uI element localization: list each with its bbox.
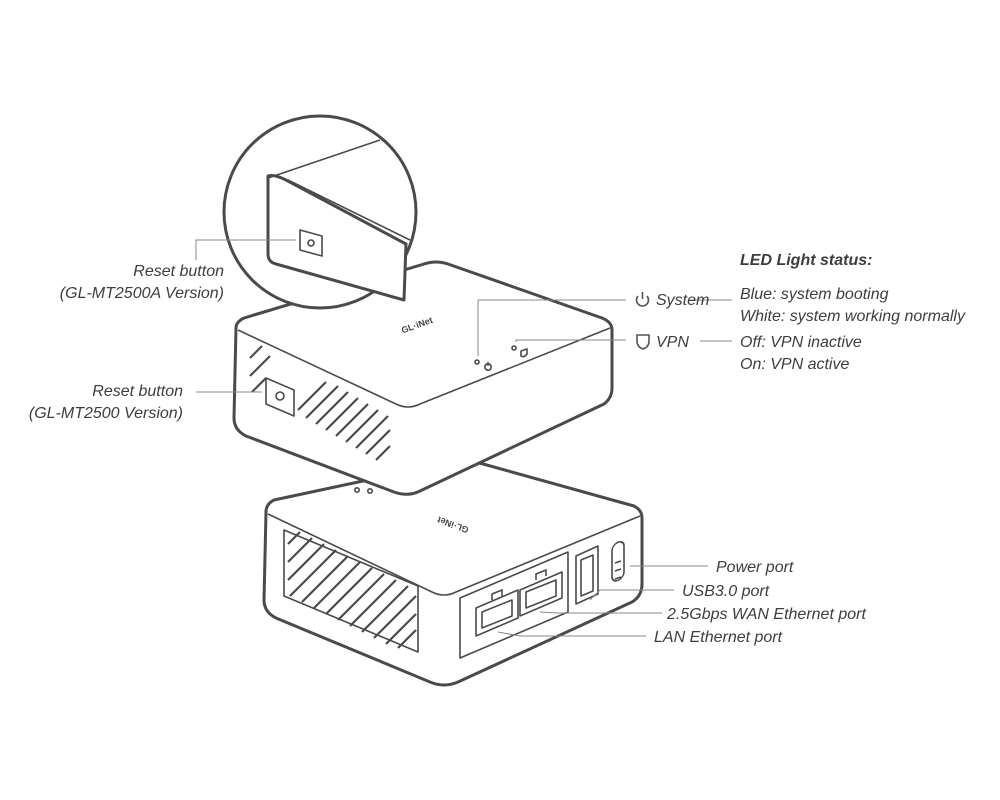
reset-button-mt2500 xyxy=(265,377,295,417)
system-led-label: System xyxy=(656,292,709,309)
vpn-led-label: VPN xyxy=(656,334,689,351)
rear-led-dot xyxy=(366,487,373,494)
reset-a-label-line2: (GL-MT2500A Version) xyxy=(60,285,224,302)
system-desc-line1: Blue: system booting xyxy=(740,286,889,303)
leader-usb xyxy=(589,589,674,601)
wan-port-label: 2.5Gbps WAN Ethernet port xyxy=(666,606,866,623)
usb-port xyxy=(575,545,599,605)
reset-b-label-line2: (GL-MT2500 Version) xyxy=(29,405,183,422)
reset-button-mt2500a xyxy=(299,229,323,257)
zoom-device-top xyxy=(267,139,381,179)
front-device-top-edge xyxy=(237,327,611,408)
rear-vent-panel xyxy=(283,529,419,653)
power-port-label: Power port xyxy=(716,559,794,576)
vpn-led xyxy=(511,345,528,358)
lan-port-label: LAN Ethernet port xyxy=(654,629,783,646)
rear-port-panel xyxy=(459,551,569,659)
front-vent-slats xyxy=(249,345,391,461)
system-led xyxy=(474,359,492,371)
rear-led-dot xyxy=(353,486,360,493)
device-rear-view: GL·iNet xyxy=(262,458,644,687)
system-desc-line2: White: system working normally xyxy=(740,308,966,325)
callout-labels: Reset button (GL-MT2500A Version) Reset … xyxy=(29,252,966,646)
rear-device-top-edge xyxy=(267,513,641,596)
vpn-desc-line1: Off: VPN inactive xyxy=(740,334,862,351)
power-port xyxy=(611,540,625,582)
vpn-desc-line2: On: VPN active xyxy=(740,356,849,373)
leader-vpn xyxy=(515,339,626,342)
reset-a-label-line1: Reset button xyxy=(133,263,224,280)
rear-vent-slats xyxy=(287,531,417,649)
shield-icon xyxy=(636,334,650,350)
reset-b-label-line1: Reset button xyxy=(92,383,183,400)
usb-port-label: USB3.0 port xyxy=(682,583,770,600)
leader-wan xyxy=(539,611,662,614)
leader-reset-a xyxy=(195,239,296,260)
power-icon xyxy=(635,292,650,307)
front-device-body xyxy=(232,260,614,496)
leader-lan xyxy=(497,631,646,637)
wan-port xyxy=(519,569,563,617)
lan-port xyxy=(475,589,519,637)
device-front-view: GL·iNet xyxy=(232,260,614,496)
leader-system xyxy=(477,299,626,356)
rear-device-body xyxy=(262,458,644,687)
led-status-heading: LED Light status: xyxy=(740,252,872,269)
zoom-device-edge xyxy=(287,179,411,241)
zoom-inset xyxy=(222,114,418,310)
leader-lines xyxy=(195,239,732,637)
